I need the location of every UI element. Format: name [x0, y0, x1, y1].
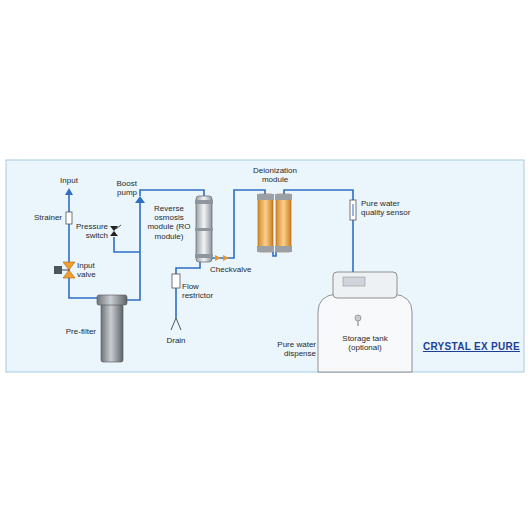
pressure-switch-symbol: [110, 225, 121, 236]
product-title: CRYSTAL EX PURE: [412, 341, 520, 352]
drain-symbol: [171, 318, 181, 330]
ro-label: Reverse osmosis module (RO module): [144, 204, 194, 241]
input-label: Input: [55, 176, 83, 185]
sensor-label: Pure water quality sensor: [361, 199, 411, 217]
deionization-symbol: [257, 194, 292, 252]
restrictor-label: Flow restrictor: [182, 282, 218, 300]
strainer-label: Strainer: [20, 213, 62, 222]
storage-label: Storage tank (optional): [335, 334, 395, 352]
checkvalve-label: Checkvalve: [210, 265, 256, 274]
input-arrow: [65, 188, 73, 195]
checkvalve-symbol: [215, 255, 229, 261]
deionization-label: Deionization module: [246, 166, 304, 184]
tank-symbol: [318, 272, 412, 372]
dispense-label: Pure water dispense: [270, 340, 316, 358]
restrictor-symbol: [172, 274, 180, 288]
drain-label: Drain: [160, 336, 192, 345]
switch-label: Pressure switch: [68, 222, 108, 240]
sensor-symbol: [350, 200, 356, 220]
pipes: [69, 190, 353, 318]
strainer-symbol: [66, 212, 72, 224]
pump-label: Boost pump: [106, 179, 137, 197]
valve-label: Input valve: [77, 261, 107, 279]
valve-symbol: [54, 262, 75, 278]
prefilter-label: Pre-filter: [48, 327, 96, 336]
prefilter-symbol: [97, 295, 127, 362]
panel: [6, 160, 524, 372]
ro-module-symbol: [195, 196, 213, 262]
